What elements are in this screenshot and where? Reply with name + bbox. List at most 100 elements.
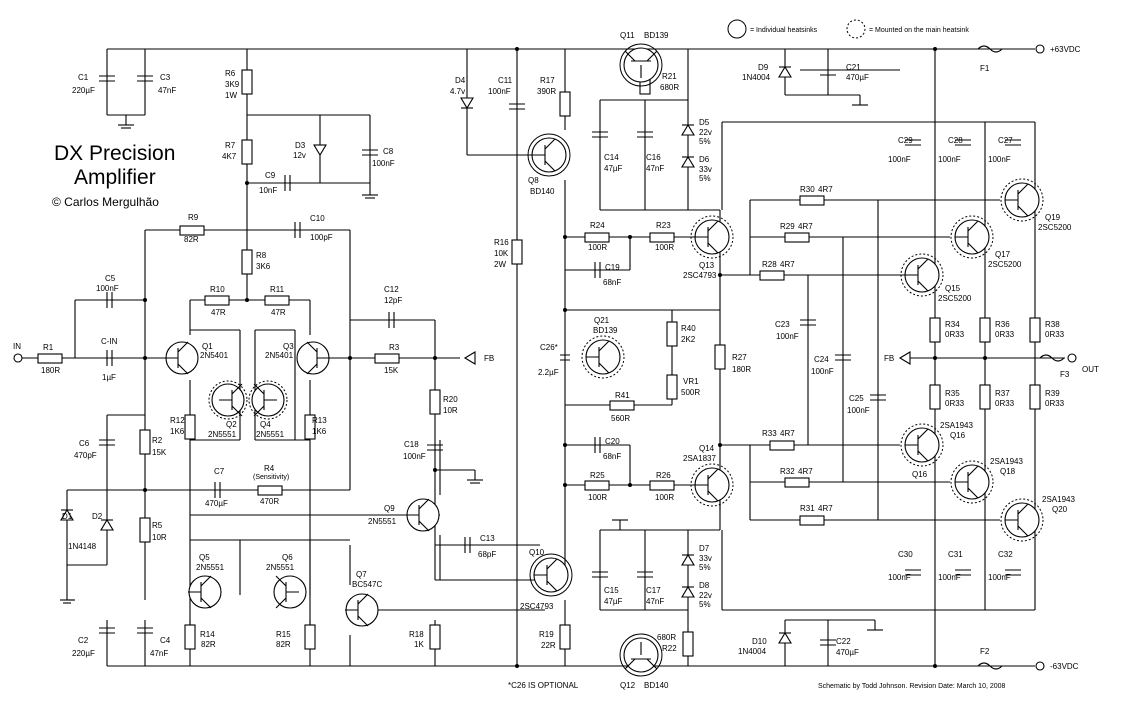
R10-value: 47R (211, 308, 226, 317)
Q20-type: 2SA1943 (1042, 495, 1075, 504)
R34-value: 0R33 (945, 330, 965, 339)
D9-type: 1N4004 (742, 73, 771, 82)
R29-body (784, 232, 810, 243)
Q2-name: Q2 (226, 420, 237, 429)
Q11-name: Q11 (620, 31, 635, 40)
C32-value: 100nF (988, 573, 1011, 582)
R1-name: R1 (43, 343, 54, 352)
R15-body (304, 624, 316, 650)
R7-value: 4K7 (222, 152, 237, 161)
C20-value: 68nF (603, 452, 621, 461)
R9-value: 82R (184, 235, 199, 244)
Q13-name: Q13 (699, 261, 715, 270)
Q4-type: 2N5551 (256, 430, 285, 439)
C3-value: 47nF (158, 86, 176, 95)
D2-name: D2 (92, 512, 103, 521)
C25-value: 100nF (847, 406, 870, 415)
C17-value: 47nF (646, 597, 664, 606)
C19-value: 68nF (603, 278, 621, 287)
C4-value: 47nF (150, 649, 168, 658)
R40-name: R40 (681, 324, 696, 333)
C20-name: C20 (605, 437, 620, 446)
C16-name: C16 (646, 153, 661, 162)
R34-name: R34 (945, 320, 960, 329)
driver-wiring (466, 49, 721, 666)
R9-body (179, 225, 205, 236)
C10-name: C10 (310, 214, 325, 223)
R13-name: R13 (312, 416, 327, 425)
C30-value: 100nF (888, 573, 911, 582)
C15-name: C15 (604, 586, 619, 595)
R4-body (257, 485, 283, 496)
input-jack (13, 353, 23, 363)
R22-name: R22 (662, 644, 677, 653)
C27-value: 100nF (988, 155, 1011, 164)
D7-name: D7 (699, 544, 710, 553)
R32-body (784, 477, 810, 488)
D8-tol: 5% (699, 600, 711, 609)
Q20-name: Q20 (1052, 505, 1068, 514)
R18-value: 1K (414, 640, 424, 649)
R16-value: 10K (494, 249, 509, 258)
C32-name: C32 (998, 550, 1013, 559)
Q2-type: 2N5551 (208, 430, 237, 439)
R6-name: R6 (225, 69, 236, 78)
diodes (60, 65, 792, 644)
C9-value: 10nF (259, 186, 277, 195)
C22-value: 470µF (836, 648, 859, 657)
C21-value: 470µF (846, 73, 869, 82)
R35-name: R35 (945, 389, 960, 398)
D10-name: D10 (752, 637, 767, 646)
C19-name: C19 (605, 263, 620, 272)
R14-body (184, 624, 196, 650)
R28-name: R28 (762, 260, 777, 269)
C10-value: 100pF (310, 233, 333, 242)
R1-value: 180R (41, 366, 60, 375)
R10-name: R10 (210, 285, 225, 294)
Q8-type: BD140 (530, 187, 555, 196)
R16-name: R16 (494, 238, 509, 247)
C29-value: 100nF (888, 155, 911, 164)
legend-main-heatsink-symbol (846, 19, 866, 39)
D5-value: 22v (699, 128, 712, 137)
R14-name: R14 (200, 630, 215, 639)
R41-body (609, 400, 635, 411)
R2-name: R2 (152, 436, 163, 445)
R31-value: 4R7 (818, 504, 833, 513)
Q18-type: 2SA1943 (990, 457, 1023, 466)
C18-value: 100nF (403, 452, 426, 461)
R15-name: R15 (276, 630, 291, 639)
R30-body (799, 195, 825, 206)
R10-body (204, 295, 230, 306)
C27-name: C27 (998, 136, 1013, 145)
Q1-name: Q1 (202, 342, 213, 351)
fb-label-left: FB (484, 354, 494, 363)
C1-name: C1 (78, 73, 89, 82)
C8-name: C8 (383, 147, 394, 156)
Q3-type: 2N5401 (265, 351, 294, 360)
F2-name: F2 (980, 647, 990, 656)
R37-name: R37 (995, 389, 1010, 398)
D8-name: D8 (699, 581, 710, 590)
component-labels: C1 220µF C3 47nF R6 3K9 1W R7 4K7 D3 12v… (41, 31, 1075, 690)
R3-value: 15K (384, 366, 399, 375)
R36-value: 0R33 (995, 330, 1015, 339)
R11-body (264, 295, 290, 306)
C3-name: C3 (160, 73, 171, 82)
C14-value: 47µF (604, 164, 623, 173)
C13-name: C13 (480, 534, 495, 543)
C30-name: C30 (898, 550, 913, 559)
C28-value: 100nF (938, 155, 961, 164)
Q12-type: BD140 (644, 681, 669, 690)
Q6-type: 2N5551 (266, 563, 295, 572)
R18-body (429, 624, 441, 650)
Q16-type: 2SA1943 (940, 421, 973, 430)
junction-dots (143, 47, 987, 668)
R16-rating: 2W (494, 260, 506, 269)
D6-value: 33v (699, 165, 712, 174)
R14-value: 82R (201, 640, 216, 649)
C5-value: 100nF (96, 284, 119, 293)
R29-value: 4R7 (798, 222, 813, 231)
Q7-name: Q7 (356, 570, 367, 579)
